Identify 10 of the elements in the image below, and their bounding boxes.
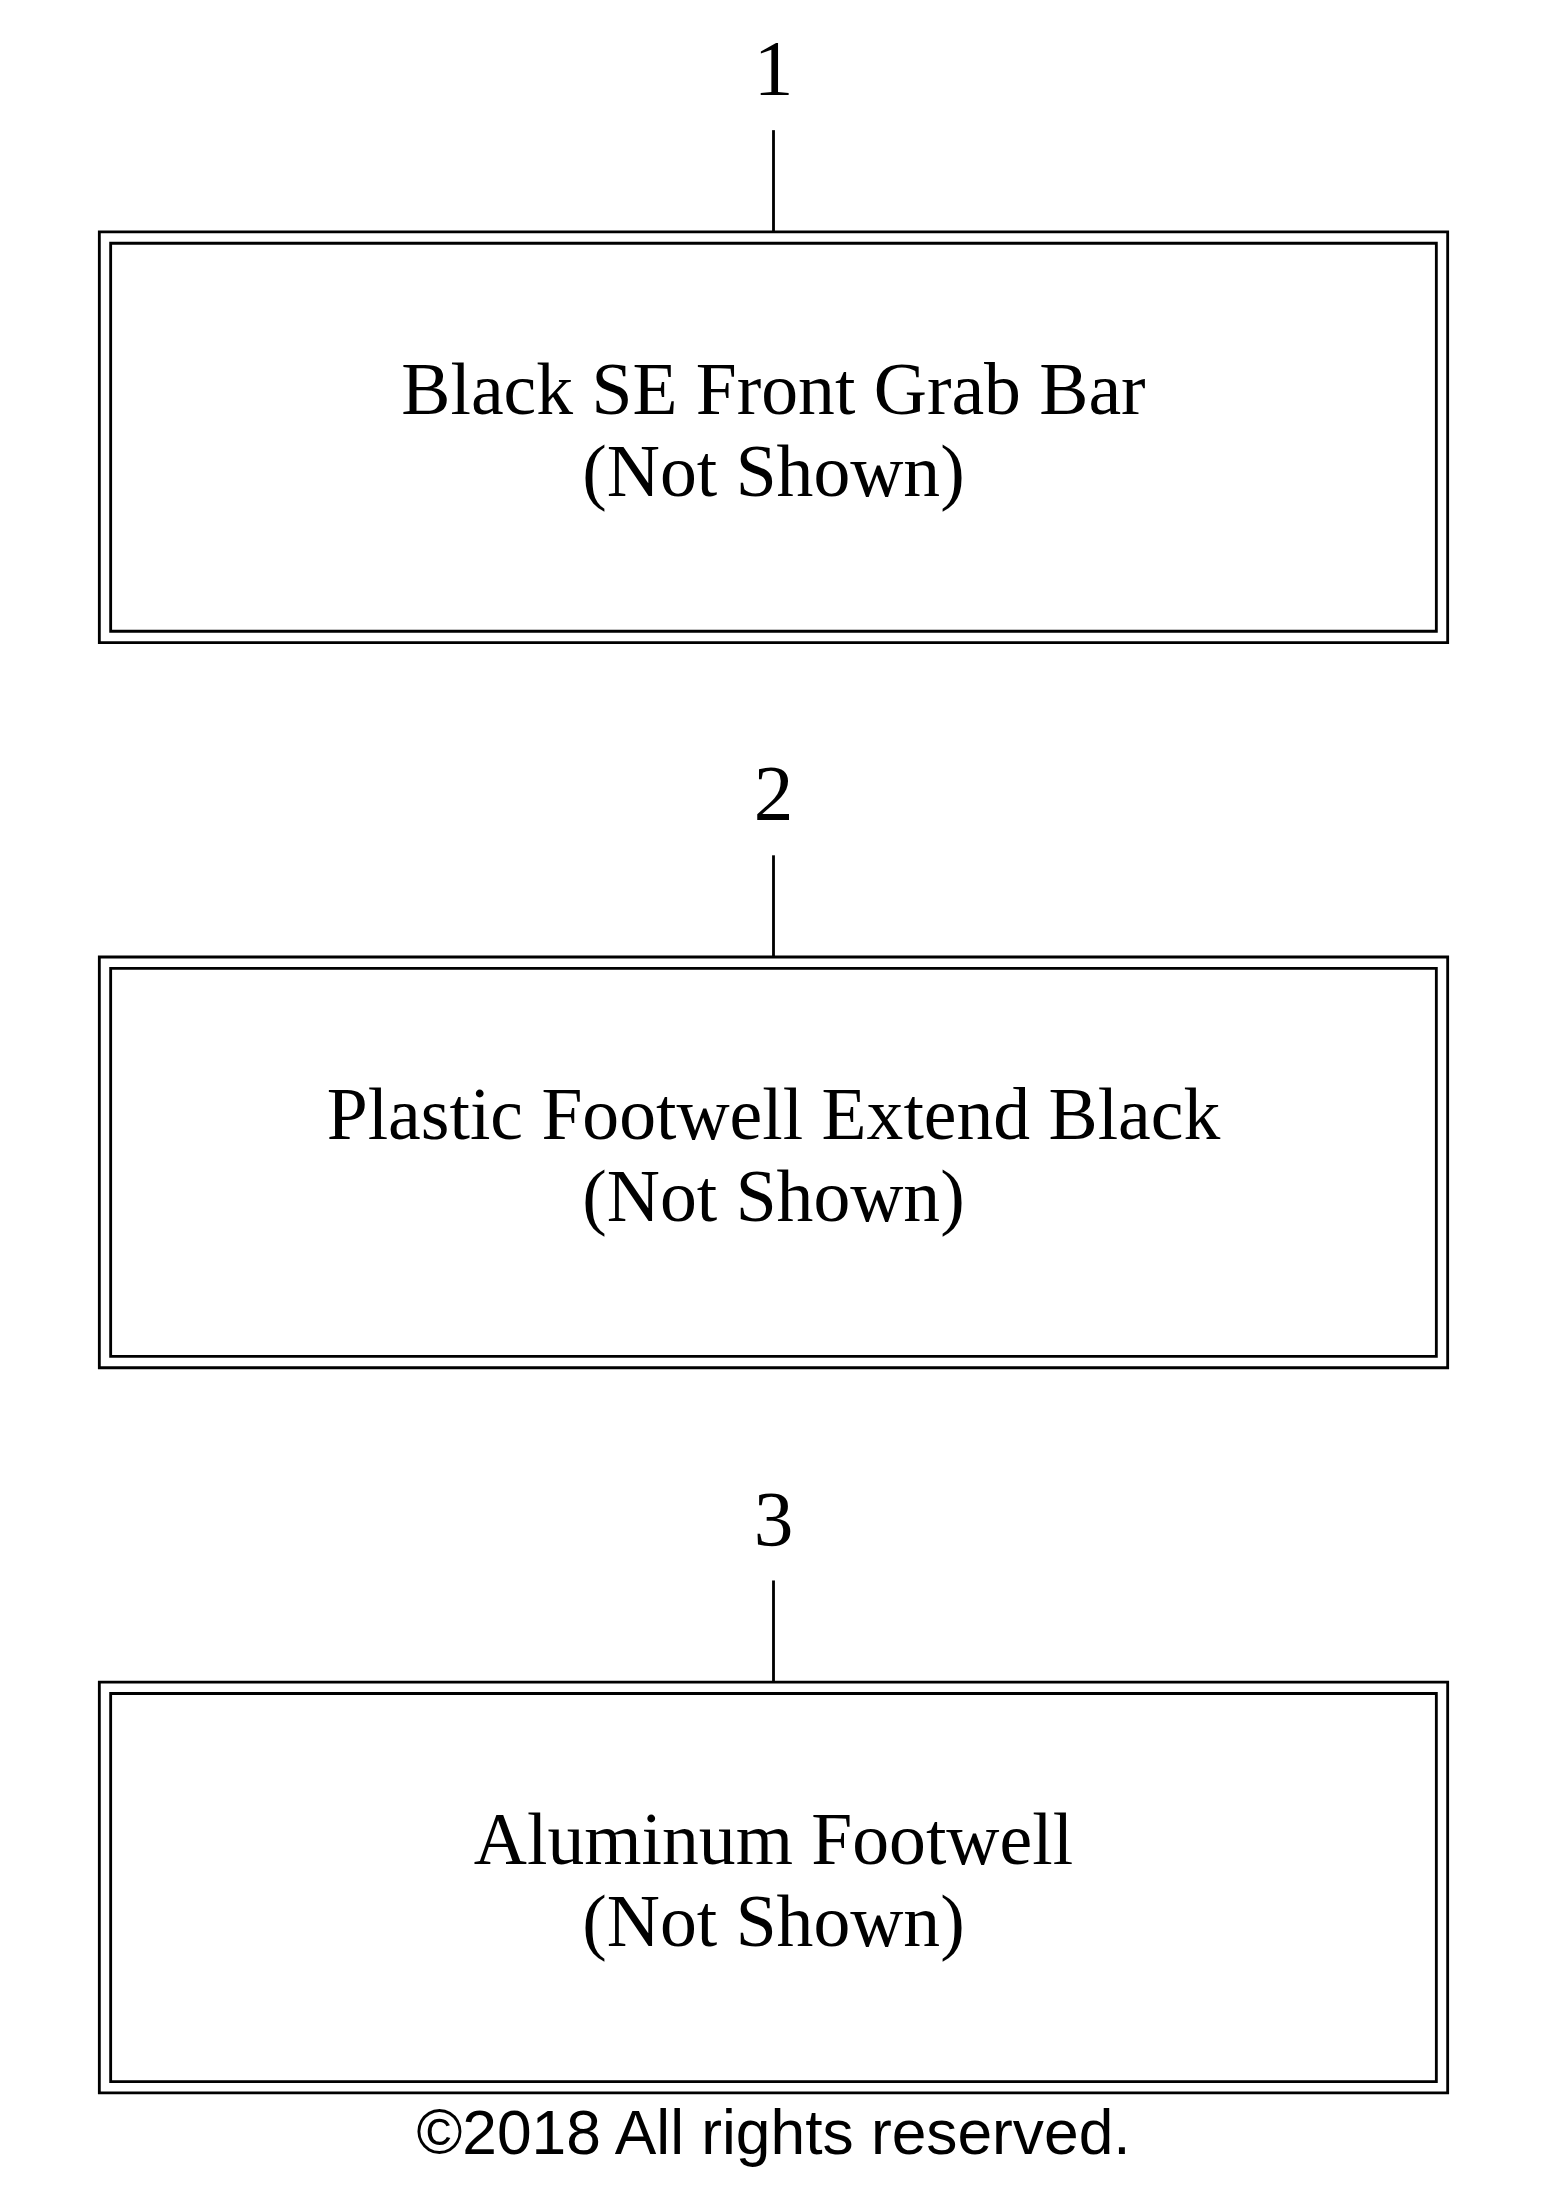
node-text: 3: [753, 1473, 793, 1562]
caption: ©2018 All rights reserved.: [415, 2098, 1131, 2168]
node-box: Plastic Footwell Extend Black (Not Shown): [97, 955, 1449, 1370]
connector: [771, 1580, 775, 1682]
node-text: 1: [753, 23, 793, 112]
connector: [771, 130, 775, 232]
node-box: Aluminum Footwell (Not Shown): [97, 1680, 1449, 2095]
node-box: Black SE Front Grab Bar (Not Shown): [97, 230, 1449, 645]
connector: [771, 855, 775, 957]
node-text: 2: [753, 748, 793, 837]
